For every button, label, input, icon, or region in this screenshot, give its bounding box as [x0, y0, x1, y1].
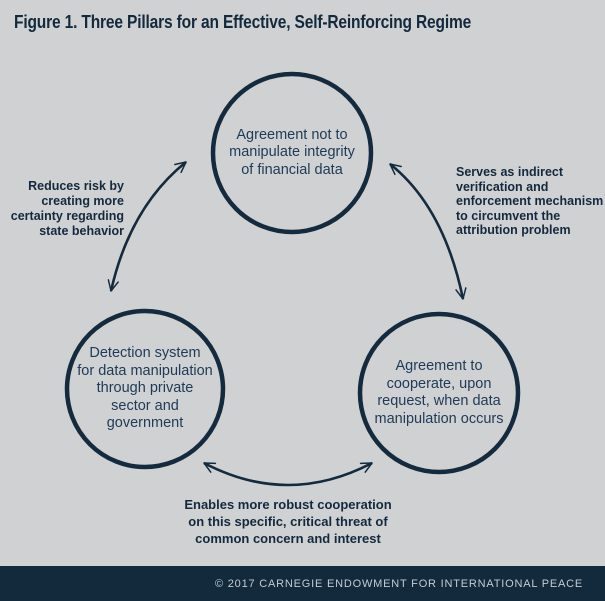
right-double-arrow [389, 162, 467, 300]
edge-label-indirect-verification: Serves as indirect verification and enfo… [456, 165, 604, 238]
edge-label-reduces-risk: Reduces risk by creating more certainty … [10, 179, 124, 238]
node-label-agreement-to-cooperate: Agreement to cooperate, upon request, wh… [374, 358, 504, 427]
bottom-left-circle [64, 308, 226, 470]
top-circle [210, 71, 374, 235]
node-label-detection-system: Detection system for data manipulation t… [77, 345, 213, 432]
edge-label-robust-cooperation: Enables more robust cooperation on this … [184, 497, 392, 546]
bottom-right-circle [357, 311, 521, 475]
footer-credit: © 2017 CARNEGIE ENDOWMENT FOR INTERNATIO… [215, 577, 583, 590]
node-label-agreement-not-to-manipulate: Agreement not to manipulate integrity of… [229, 126, 355, 178]
figure-title: Figure 1. Three Pillars for an Effective… [14, 11, 472, 32]
footer-bar: © 2017 CARNEGIE ENDOWMENT FOR INTERNATIO… [0, 566, 605, 601]
left-double-arrow [107, 160, 187, 292]
bottom-double-arrow [203, 461, 373, 487]
